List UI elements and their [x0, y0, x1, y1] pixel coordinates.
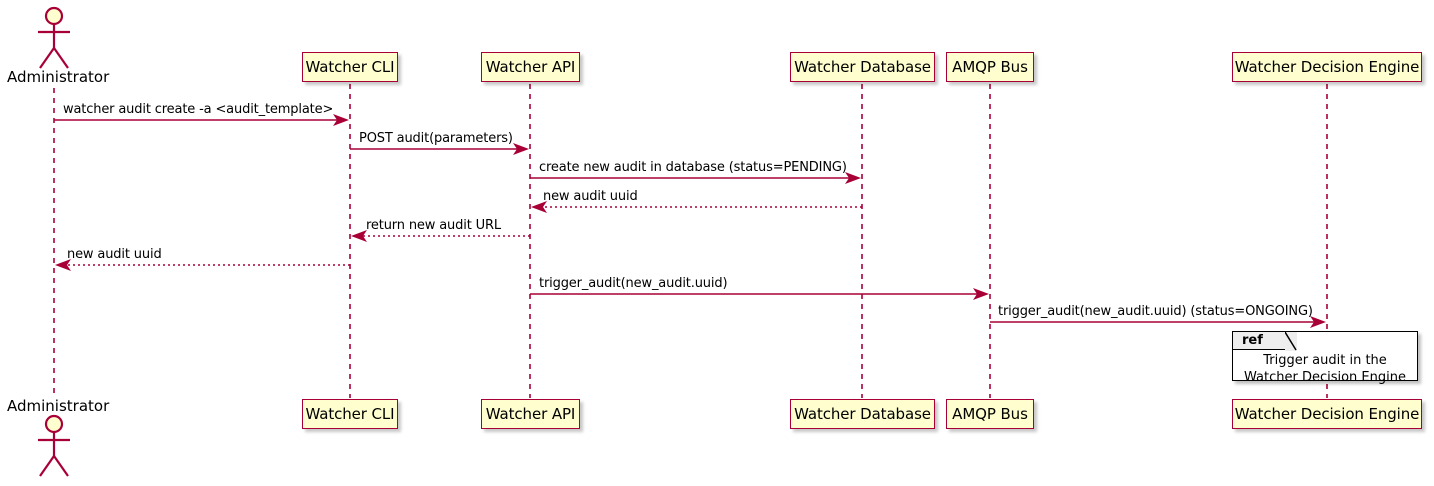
participant-label: Watcher CLI [305, 58, 395, 76]
participant-label: AMQP Bus [952, 58, 1028, 76]
participant-box-watcher-cli-top[interactable]: Watcher CLI [302, 52, 398, 82]
actor-administrator-top-figure [38, 6, 70, 69]
message-arrowhead-0 [333, 114, 349, 126]
participant-label: Watcher Database [794, 405, 931, 423]
participant-label: Watcher CLI [305, 405, 395, 423]
message-label-4: return new audit URL [366, 218, 501, 233]
message-label-0: watcher audit create -a <audit_template> [63, 102, 334, 117]
participant-label: Watcher API [485, 405, 576, 423]
participant-label: Watcher API [485, 58, 576, 76]
ref-fragment-body: Trigger audit in the Watcher Decision En… [1233, 352, 1417, 386]
participant-box-watcher-decision-engine-top[interactable]: Watcher Decision Engine [1232, 52, 1422, 82]
actor-label-administrator-top: Administrator [7, 68, 110, 86]
participant-label: Watcher Decision Engine [1234, 405, 1420, 423]
participant-box-watcher-database-top[interactable]: Watcher Database [790, 52, 935, 82]
participant-label: AMQP Bus [952, 405, 1028, 423]
actor-label-administrator-bottom: Administrator [7, 397, 110, 415]
ref-fragment: ref Trigger audit in the Watcher Decisio… [1232, 331, 1418, 385]
message-label-1: POST audit(parameters) [359, 131, 513, 146]
messages-vector [54, 114, 1326, 328]
message-label-2: create new audit in database (status=PEN… [539, 160, 847, 175]
message-label-6: trigger_audit(new_audit.uuid) [539, 276, 728, 291]
participant-label: Watcher Database [794, 58, 931, 76]
ref-fragment-line-2: Watcher Decision Engine [1244, 370, 1406, 385]
message-arrowhead-7 [1310, 316, 1326, 328]
message-label-3: new audit uuid [543, 189, 638, 204]
participant-box-watcher-api-top[interactable]: Watcher API [481, 52, 580, 82]
message-label-7: trigger_audit(new_audit.uuid) (status=ON… [998, 304, 1313, 319]
participant-box-watcher-api-bottom[interactable]: Watcher API [481, 399, 580, 429]
message-arrowhead-3 [531, 201, 547, 213]
participant-label: Watcher Decision Engine [1234, 58, 1420, 76]
message-arrowhead-6 [973, 288, 989, 300]
ref-fragment-tab-label: ref [1242, 333, 1263, 348]
participant-box-watcher-decision-engine-bottom[interactable]: Watcher Decision Engine [1232, 399, 1422, 429]
lifelines [53, 84, 1328, 398]
ref-tab-corner-icon [1285, 332, 1297, 351]
participant-box-amqp-bus-top[interactable]: AMQP Bus [946, 52, 1034, 82]
message-arrowhead-4 [351, 230, 367, 242]
participant-box-watcher-cli-bottom[interactable]: Watcher CLI [302, 399, 398, 429]
participant-box-watcher-database-bottom[interactable]: Watcher Database [790, 399, 935, 429]
message-arrowhead-1 [513, 143, 529, 155]
participant-box-amqp-bus-bottom[interactable]: AMQP Bus [946, 399, 1034, 429]
actor-administrator-bottom-figure [38, 414, 70, 477]
message-label-5: new audit uuid [67, 247, 162, 262]
message-arrowhead-5 [55, 259, 71, 271]
ref-fragment-line-1: Trigger audit in the [1263, 353, 1387, 368]
message-arrowhead-2 [845, 172, 861, 184]
